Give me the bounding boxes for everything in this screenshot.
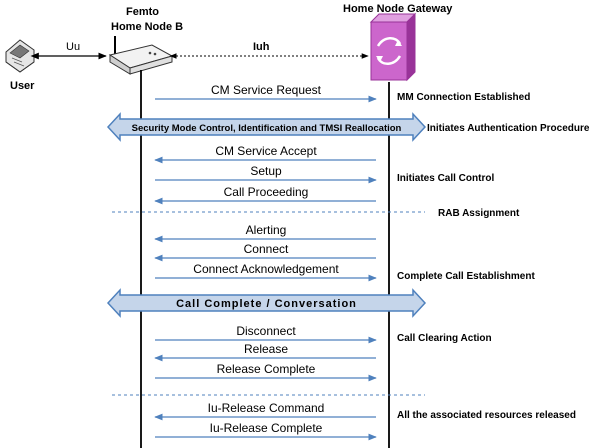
gateway-server-icon bbox=[369, 12, 417, 82]
message-arrow: Alerting bbox=[154, 223, 376, 243]
message-label: Call Proceeding bbox=[224, 185, 309, 199]
message-arrow: Iu-Release Command bbox=[154, 401, 376, 421]
femto-access-point-icon bbox=[108, 36, 174, 75]
message-label: CM Service Accept bbox=[215, 144, 317, 158]
message-arrow: CM Service Request bbox=[155, 83, 377, 103]
message-label: Disconnect bbox=[236, 324, 296, 338]
message-label: Iu-Release Complete bbox=[210, 421, 323, 435]
message-flow: CM Service Request MM Connection Establis… bbox=[106, 83, 590, 441]
message-label: Connect Acknowledgement bbox=[193, 262, 339, 276]
femto-label-line2: Home Node B bbox=[111, 21, 183, 33]
iuh-label: Iuh bbox=[253, 41, 270, 53]
double-arrow-shape bbox=[106, 288, 427, 318]
phase-banner: Call Complete / Conversation bbox=[106, 288, 427, 318]
phase-banner: Security Mode Control, Identification an… bbox=[106, 112, 427, 142]
message-arrow: Release bbox=[154, 342, 376, 362]
femto-label-line1: Femto bbox=[126, 6, 159, 18]
message-arrow: Setup bbox=[155, 164, 377, 184]
banner-label: Call Complete / Conversation bbox=[176, 298, 357, 310]
message-arrow: Connect bbox=[154, 242, 376, 262]
message-label: Release Complete bbox=[217, 362, 316, 376]
mobile-phone-icon bbox=[5, 39, 35, 73]
step-note: Initiates Authentication Procedure bbox=[427, 123, 590, 134]
uu-label: Uu bbox=[66, 41, 80, 53]
message-label: Iu-Release Command bbox=[208, 401, 325, 415]
message-label: Release bbox=[244, 342, 288, 356]
message-arrow: Release Complete bbox=[155, 362, 377, 382]
message-arrow: Call Proceeding bbox=[154, 185, 376, 205]
banner-label: Security Mode Control, Identification an… bbox=[132, 123, 402, 134]
step-note: MM Connection Established bbox=[397, 92, 530, 103]
message-label: Setup bbox=[250, 164, 282, 178]
message-arrow: Connect Acknowledgement bbox=[155, 262, 377, 282]
step-note: All the associated resources released bbox=[397, 410, 576, 421]
message-arrow: Iu-Release Complete bbox=[155, 421, 377, 441]
message-label: CM Service Request bbox=[211, 83, 322, 97]
message-label: Connect bbox=[244, 242, 289, 256]
step-note: Initiates Call Control bbox=[397, 173, 494, 184]
message-label: Alerting bbox=[246, 223, 287, 237]
user-label: User bbox=[10, 80, 35, 92]
step-note: Call Clearing Action bbox=[397, 333, 492, 344]
message-arrow: CM Service Accept bbox=[154, 144, 376, 164]
step-note: RAB Assignment bbox=[438, 208, 520, 219]
step-note: Complete Call Establishment bbox=[397, 271, 535, 282]
double-arrow-shape bbox=[106, 112, 427, 142]
message-arrow: Disconnect bbox=[155, 324, 377, 344]
gateway-label: Home Node Gateway bbox=[343, 3, 453, 15]
